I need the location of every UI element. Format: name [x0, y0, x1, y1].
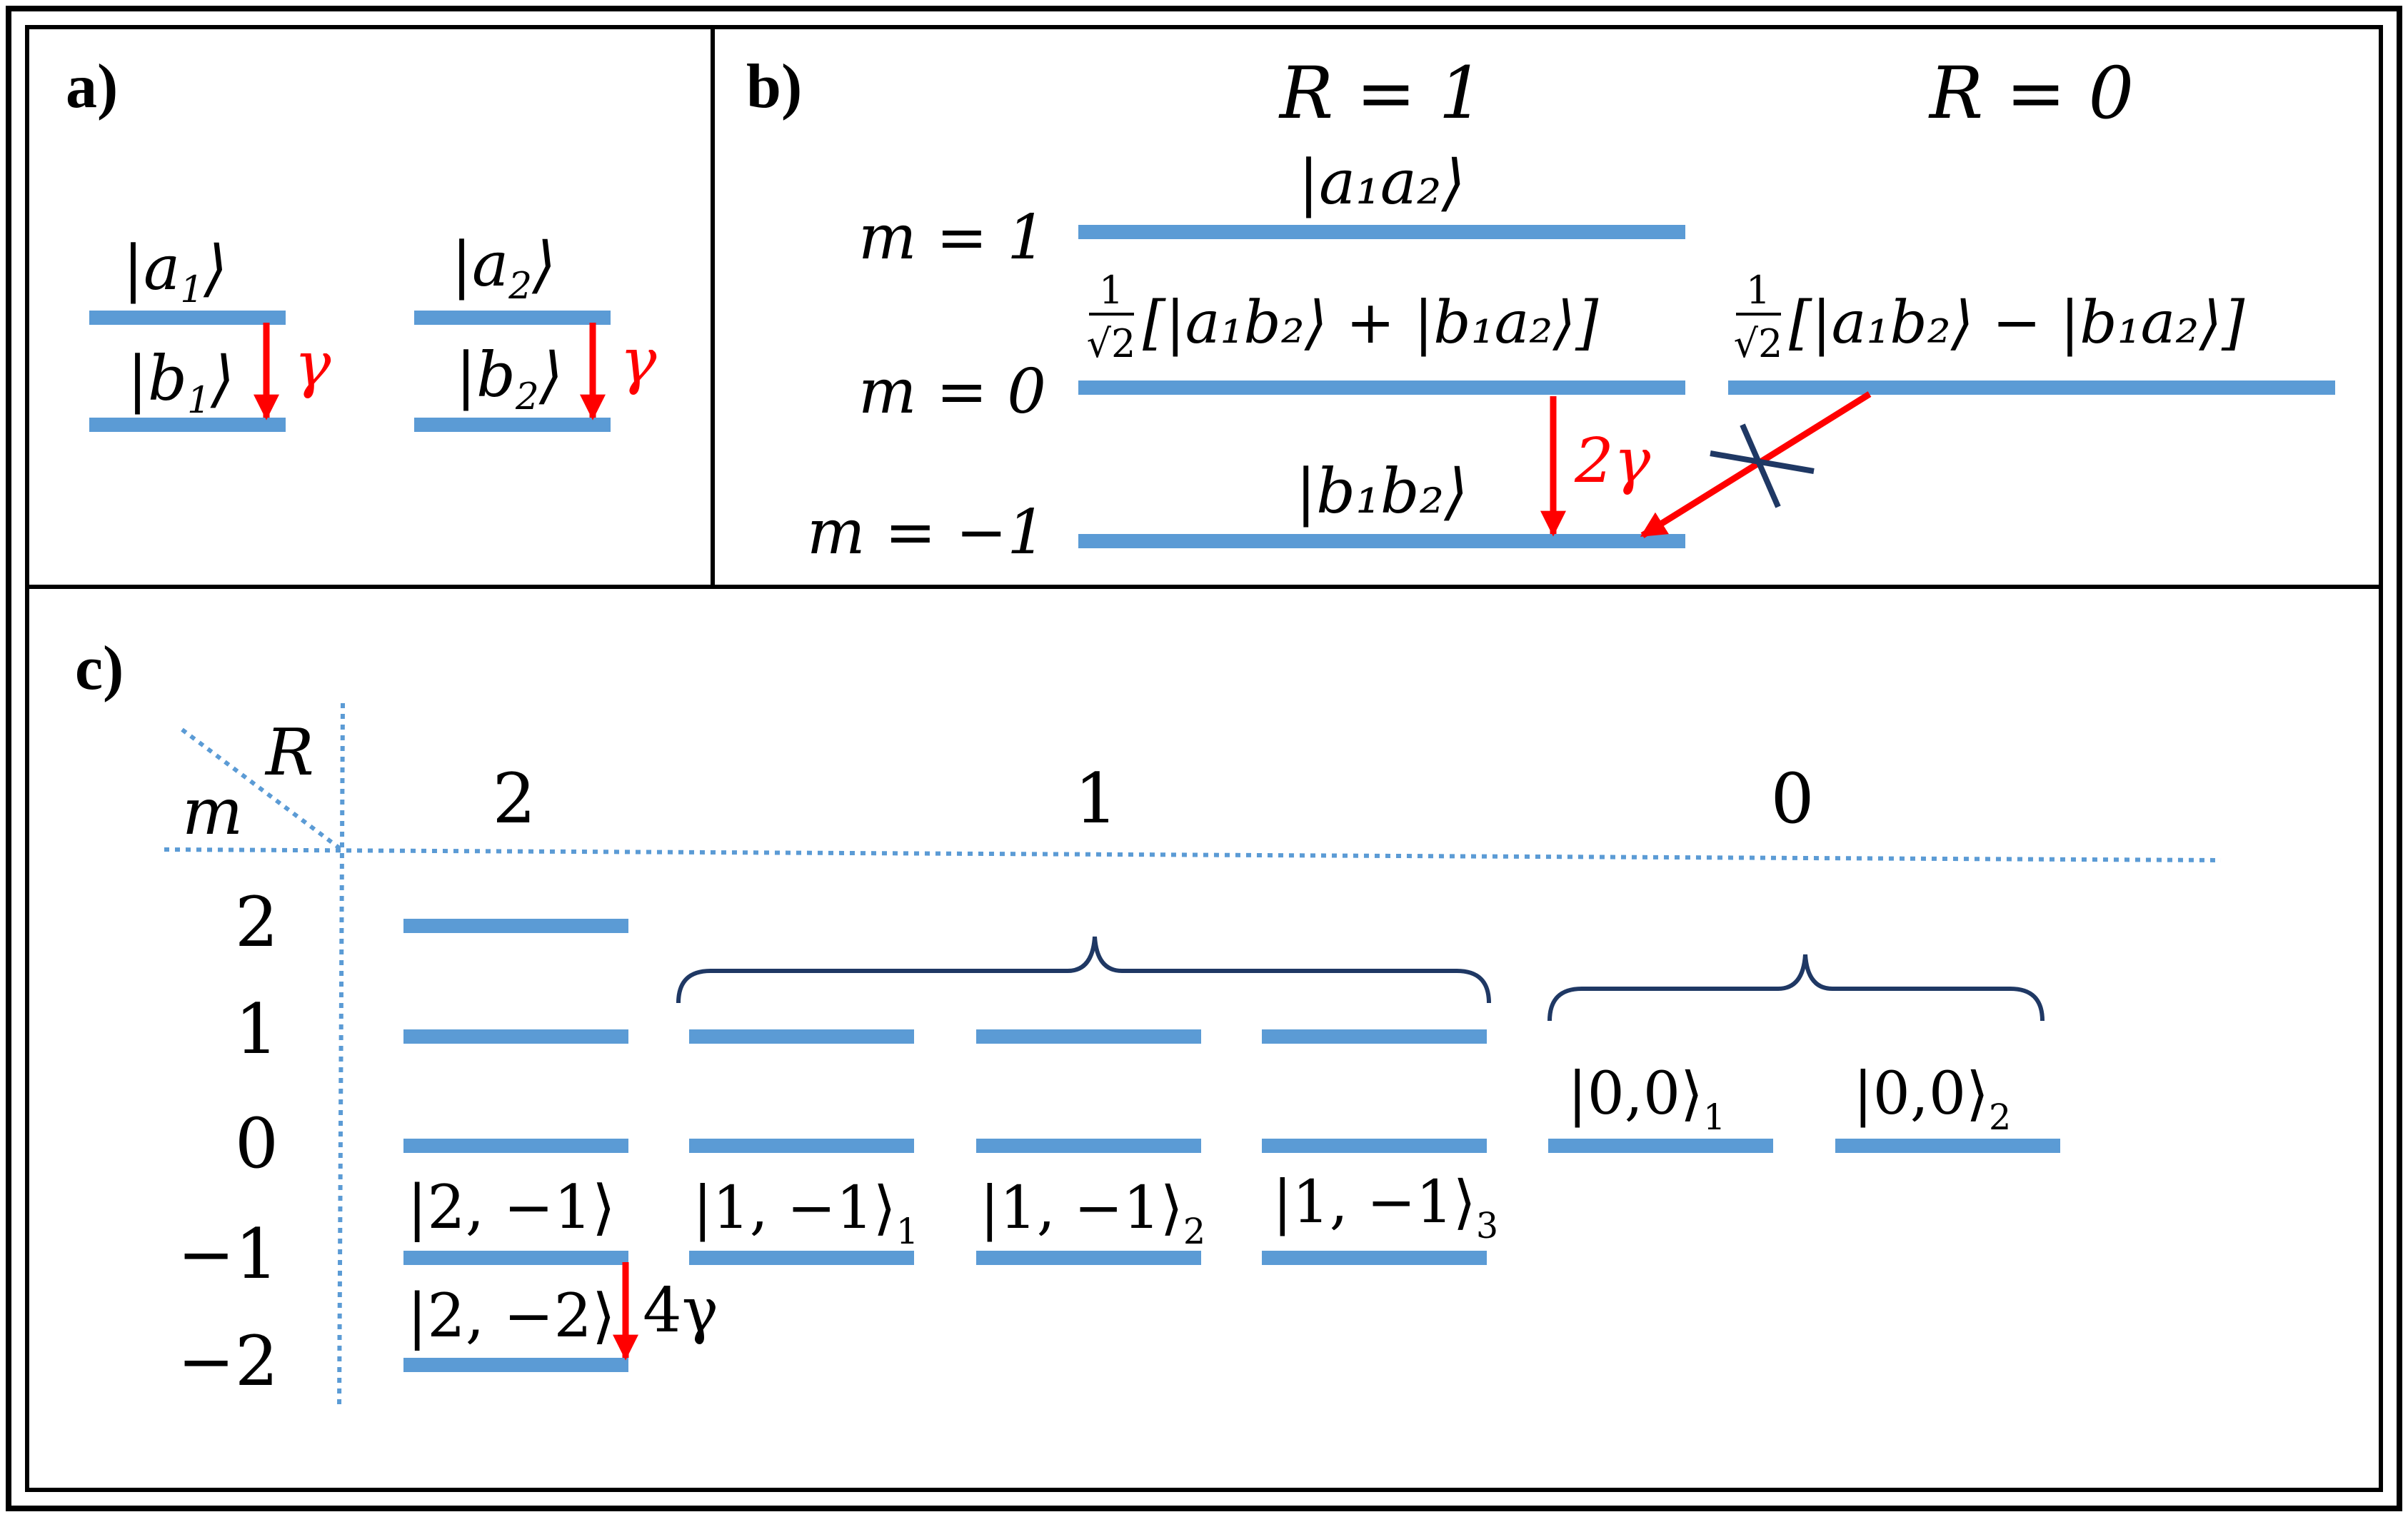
state-2-minus1-label: |2, −1⟩ [407, 1172, 616, 1242]
m0-label: m = 0 [858, 356, 1046, 428]
atom2-upper-label: |a2⟩ [451, 229, 556, 308]
m-minus1-label: m = −1 [807, 497, 1046, 568]
r-header-0: 0 [1770, 759, 1814, 839]
forbidden-cross-b [1740, 423, 1781, 508]
m-value-minus2: −2 [177, 1321, 279, 1401]
m-value-1: 1 [235, 989, 279, 1069]
corner-m-label: m [182, 775, 243, 850]
state-0-0-a-label: |0,0⟩1 [1567, 1060, 1725, 1138]
sym-prefactor-num: 1 [1099, 268, 1123, 313]
m-value-minus1: −1 [177, 1214, 279, 1294]
state-1-minus1-a-label: |1, −1⟩1 [693, 1174, 918, 1252]
panel-a-label: a) [66, 52, 118, 121]
m-value-2: 2 [235, 882, 279, 962]
panel-c-label: c) [75, 634, 124, 703]
state-symmetric-label: [|a₁b₂⟩ + |b₁a₂⟩] [1143, 289, 1599, 357]
r2-decay-rate: 4γ [643, 1275, 718, 1346]
atom2-decay-rate: γ [620, 326, 657, 397]
inner-frame [25, 25, 2383, 1492]
atom1-decay-rate: γ [294, 329, 331, 400]
r-header-1: 1 [1074, 759, 1118, 839]
r-header-2: 2 [492, 759, 536, 839]
m1-label: m = 1 [858, 202, 1046, 273]
state-1-minus1-b-label: |1, −1⟩2 [980, 1174, 1205, 1252]
r0-header: R = 0 [1928, 51, 2134, 135]
r1-brace [676, 936, 1491, 1004]
r0-brace [1547, 954, 2045, 1022]
symmetric-decay-rate: 2γ [1574, 425, 1651, 497]
r1-header: R = 1 [1278, 51, 1484, 135]
state-0-0-b-label: |0,0⟩2 [1853, 1060, 2011, 1138]
antisymmetric-decay-arrow [1640, 391, 1872, 538]
outer-frame [6, 6, 2402, 1511]
atom1-upper-label: |a1⟩ [123, 233, 228, 311]
anti-prefactor-num: 1 [1746, 268, 1770, 313]
corner-dotted-diagonal [181, 727, 343, 852]
panel-b-label: b) [746, 52, 802, 121]
atom2-lower-label: |b2⟩ [456, 340, 563, 418]
forbidden-cross-a [1710, 450, 1815, 474]
sym-prefactor-den: √2 [1087, 321, 1136, 366]
state-a1a2-label: |a₁a₂⟩ [1298, 147, 1465, 218]
state-b1b2-label: |b₁b₂⟩ [1295, 456, 1468, 528]
anti-prefactor-den: √2 [1734, 321, 1783, 366]
corner-r-label: R [264, 715, 314, 790]
column-dotted-line [337, 702, 345, 1411]
state-2-minus2-label: |2, −2⟩ [407, 1281, 616, 1351]
state-1-minus1-c-label: |1, −1⟩3 [1273, 1169, 1498, 1246]
state-antisymmetric-label: [|a₁b₂⟩ − |b₁a₂⟩] [1789, 289, 2245, 357]
header-dotted-line [164, 847, 2222, 862]
m-value-0: 0 [235, 1104, 279, 1184]
atom1-lower-label: |b1⟩ [127, 343, 234, 422]
